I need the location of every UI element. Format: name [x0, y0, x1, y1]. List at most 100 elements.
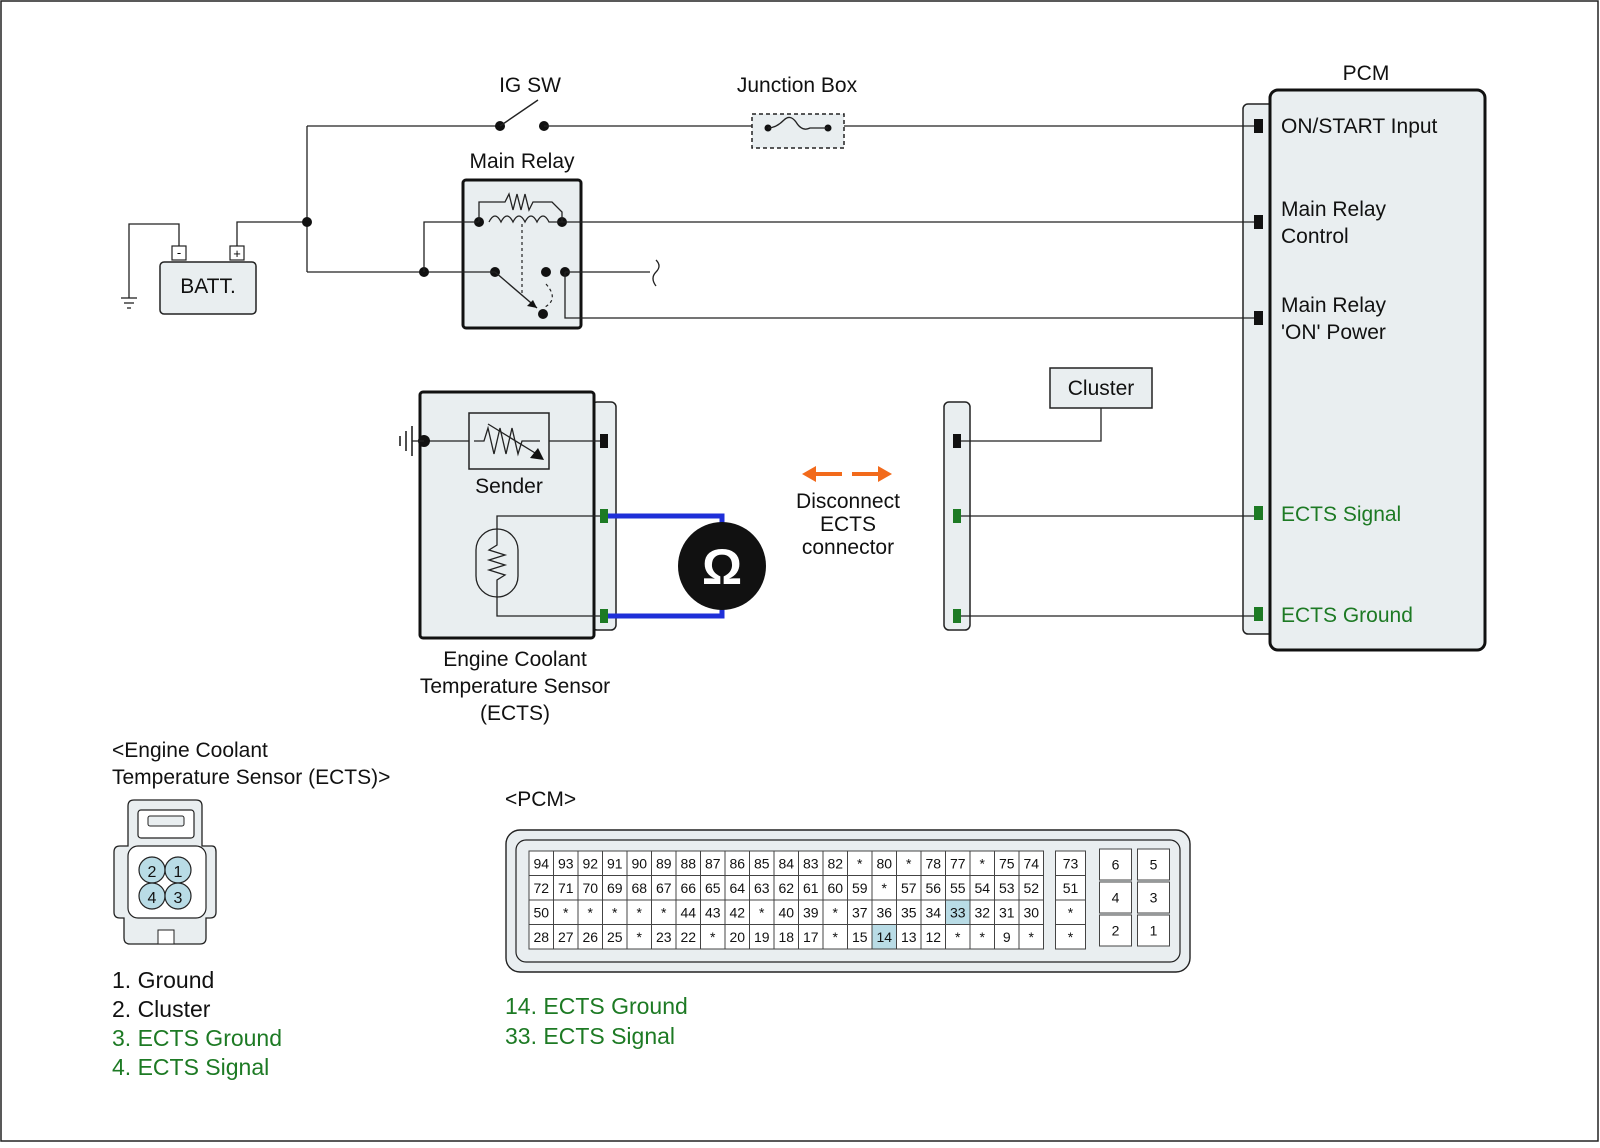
pcm-pin-number: 22	[680, 929, 696, 945]
pcm-pin-number: 15	[852, 929, 868, 945]
fuse-icon	[767, 116, 828, 130]
pcm-pin-number: 26	[582, 929, 598, 945]
pcm-pin-number: 23	[656, 929, 672, 945]
pcm-pin-cell	[822, 875, 848, 901]
pcm-pin-number: 27	[558, 929, 574, 945]
disconnect-label-3: connector	[802, 536, 894, 559]
pcm-pin-number: *	[833, 904, 839, 920]
pcm-pin-cell	[626, 924, 652, 950]
pcm-pin-number: 52	[1023, 880, 1039, 896]
battery-label: BATT.	[180, 275, 236, 298]
pcm-pin-cell	[847, 875, 873, 901]
pcm-pin-number: *	[637, 929, 643, 945]
sender-variable-arrow	[487, 423, 541, 457]
ignition-circuit: IG SW Junction Box	[302, 74, 1254, 272]
relay-coil-icon	[488, 215, 562, 224]
cluster-box	[1049, 367, 1153, 409]
pcm-pin-number: 68	[631, 880, 647, 896]
pcm-pin-number: *	[759, 904, 765, 920]
pcm-pin-number: 71	[558, 880, 574, 896]
pcm-pin-number: *	[906, 855, 912, 871]
battery-box	[159, 261, 257, 315]
pcm-pin-number: 44	[680, 904, 696, 920]
thermistor-ground-wire	[496, 592, 600, 617]
pcm-pin-number: 82	[827, 855, 843, 871]
pcm-pin-cell	[1137, 881, 1170, 914]
pcm-pin-cell	[724, 875, 750, 901]
pcm-pin-cell	[1018, 875, 1044, 901]
pcm-pin-number: *	[1068, 929, 1074, 945]
pcm-pin-number: 39	[803, 904, 819, 920]
pcm-pin-number: 90	[631, 855, 647, 871]
pcm-pin-cell	[1137, 914, 1170, 947]
ects-box	[418, 390, 596, 640]
pcm-legend-item: 14. ECTS Ground	[505, 993, 688, 1019]
sender-resistor-icon	[474, 425, 540, 457]
pcm-pin-number: 85	[754, 855, 770, 871]
pcm-pin-number: 17	[803, 929, 819, 945]
pcm-pin-cell	[724, 850, 750, 876]
pcm-pin-number: 66	[680, 880, 696, 896]
pcm-pin-number: 33	[950, 904, 966, 920]
pcm-pin-cell	[528, 875, 554, 901]
disconnect-label-1: Disconnect	[796, 490, 900, 513]
ects-connector-latch-tab	[147, 815, 185, 827]
pcm-pin-cell	[847, 850, 873, 876]
pcm-pin-number: 40	[778, 904, 794, 920]
pcm-pin-cell	[920, 924, 946, 950]
ects-connector-title-2: Temperature Sensor (ECTS)>	[112, 766, 390, 789]
thermistor-signal-wire	[496, 515, 600, 535]
pcm-pin-number: *	[833, 929, 839, 945]
pcm-pin-number: 70	[582, 880, 598, 896]
relay-switch-blade	[494, 271, 538, 309]
battery-plus-sign: +	[233, 246, 241, 261]
pcm-pin-number: 65	[705, 880, 721, 896]
pcm-pin-number: 53	[999, 880, 1015, 896]
ects-pin-signal	[600, 509, 608, 523]
pcm-pin-number: 69	[607, 880, 623, 896]
feed-junction-dot	[302, 217, 312, 227]
ects-connector-cavity	[127, 845, 207, 919]
pcm-pin-number: 94	[533, 855, 549, 871]
pcm-pin-number: 14	[876, 929, 892, 945]
pcm-pin-cell	[749, 899, 775, 925]
pcm-pin-cell	[1137, 848, 1170, 881]
pcm-pin-number: 89	[656, 855, 672, 871]
pcm-pin-cell	[553, 899, 579, 925]
pcm-pin-ects-signal	[1254, 506, 1263, 520]
ects-pin-4-label: 4	[148, 890, 157, 907]
pcm-connector-title: <PCM>	[505, 788, 576, 811]
relay-switch-contact-a	[541, 267, 551, 277]
pcm-pin-cell	[822, 924, 848, 950]
pcm-pin-number: 84	[778, 855, 794, 871]
pcm-pin-number: *	[980, 929, 986, 945]
pcm-pin-number: 43	[705, 904, 721, 920]
pcm-pin-number: 12	[925, 929, 941, 945]
pcm-pin-cell	[700, 850, 726, 876]
main-relay-label: Main Relay	[469, 150, 575, 173]
ohmmeter: Ω	[608, 513, 766, 619]
pcm-pin-number: 88	[680, 855, 696, 871]
pcm-pin-number: *	[588, 904, 594, 920]
relay-switch-contact-c	[538, 309, 548, 319]
pcm-pin-number: 20	[729, 929, 745, 945]
pcm-pin-cell	[871, 875, 897, 901]
pcm-pin-number: *	[661, 904, 667, 920]
pcm-pin-on-start	[1254, 119, 1263, 133]
battery-ground-wire	[128, 223, 180, 298]
relay-resistor-icon	[478, 192, 563, 222]
pcm-pin-number: 18	[778, 929, 794, 945]
pcm-label: PCM	[1343, 62, 1390, 85]
pcm-pin-number: *	[563, 904, 569, 920]
pcm-pin-cell	[798, 875, 824, 901]
pcm-pin-number: 31	[999, 904, 1015, 920]
ects-title-2: Temperature Sensor	[420, 675, 610, 698]
ects-pin-2-label: 2	[148, 864, 157, 881]
pcm-pin-number: 78	[925, 855, 941, 871]
ects-legend-item: 4. ECTS Signal	[112, 1054, 269, 1080]
harness-connector: Cluster	[943, 367, 1254, 631]
pcm-main-relay-on-label-2: 'ON' Power	[1281, 321, 1386, 344]
pcm-pin-cell	[577, 899, 603, 925]
